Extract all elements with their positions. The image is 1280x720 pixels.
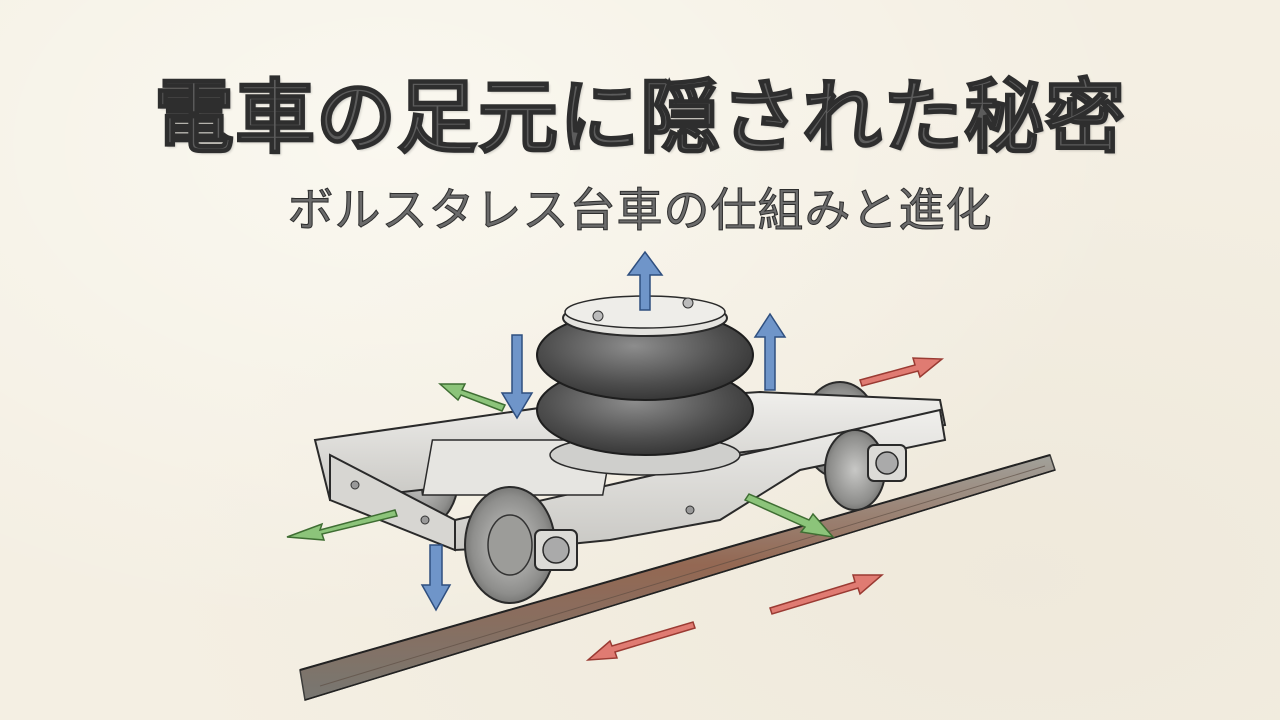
page-subtitle: ボルスタレス台車の仕組みと進化 <box>287 183 993 238</box>
bogie-illustration <box>286 250 1056 701</box>
vertical-force-arrows <box>420 250 787 612</box>
page-title: 電車の足元に隠された秘密 <box>153 71 1126 165</box>
rail <box>299 454 1056 701</box>
longitudinal-force-arrows <box>585 357 945 661</box>
lateral-force-arrows <box>286 383 835 541</box>
axle-boxes <box>534 444 907 571</box>
air-spring <box>536 295 754 476</box>
